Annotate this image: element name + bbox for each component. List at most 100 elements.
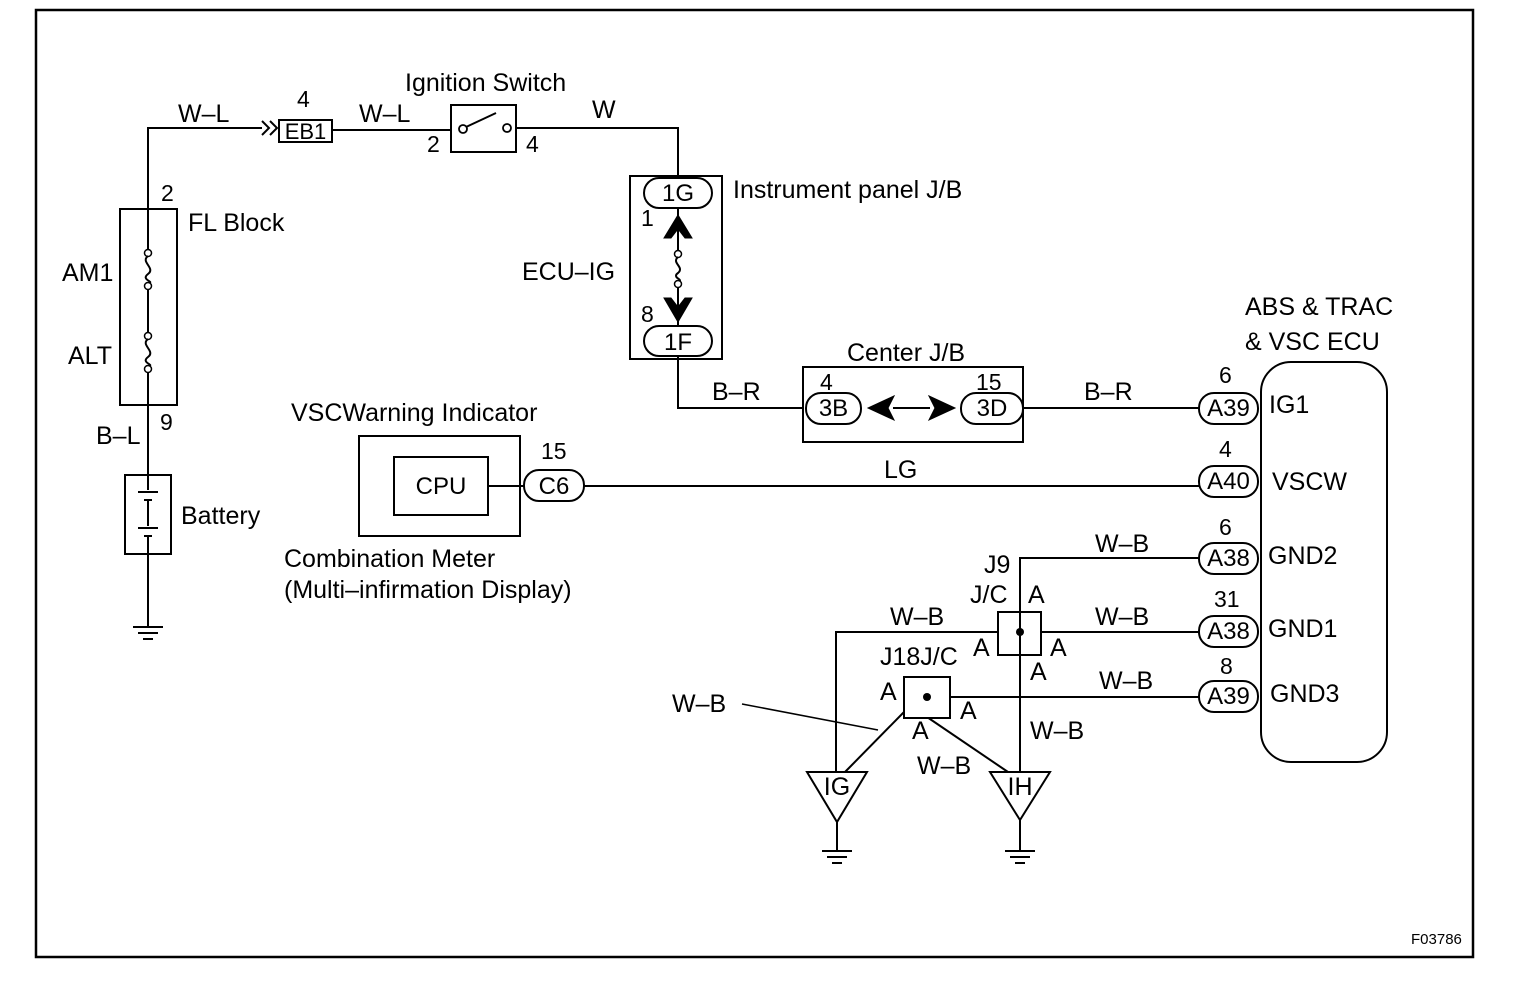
wire-w-b-callout-label: W–B bbox=[672, 690, 726, 718]
ecu-terminal-gnd3: A39 8 GND3 bbox=[1198, 653, 1339, 713]
junction-j9-pin-right: A bbox=[1050, 634, 1067, 662]
wire-b-r-1 bbox=[677, 356, 806, 409]
fuse-ecu-ig-icon bbox=[675, 256, 681, 282]
wire-w-b-gnd2-label: W–B bbox=[1095, 530, 1149, 558]
connector-3d-label: 3D bbox=[977, 395, 1008, 422]
junction-j9-sublabel: J/C bbox=[970, 581, 1008, 609]
ecu-terminal-ig1: A39 6 IG1 bbox=[1198, 362, 1309, 425]
wire-w-l-label-2: W–L bbox=[359, 100, 411, 128]
right-chevron-icon bbox=[927, 394, 957, 422]
abs-trac-vsc-ecu bbox=[1260, 361, 1388, 763]
ecu-terminal-gnd3-name: GND3 bbox=[1270, 680, 1339, 708]
up-chevron-icon bbox=[663, 214, 693, 239]
ground-point-ih-icon bbox=[988, 771, 1052, 864]
ecu-terminal-gnd2-name: GND2 bbox=[1268, 542, 1337, 570]
ignition-switch-pin-in: 2 bbox=[427, 131, 440, 157]
power-feed-wiring bbox=[147, 120, 679, 626]
cpu-label: CPU bbox=[416, 473, 467, 500]
fuse-alt-label: ALT bbox=[68, 342, 112, 370]
fl-block-pin-bottom: 9 bbox=[160, 409, 173, 435]
instrument-panel-jb-label: Instrument panel J/B bbox=[733, 176, 962, 204]
junction-j18-pin-left: A bbox=[880, 678, 897, 706]
junction-j18-node bbox=[923, 693, 931, 701]
ecu-terminal-gnd2-conn: A38 bbox=[1207, 545, 1250, 572]
left-chevron-icon bbox=[866, 394, 896, 422]
combination-meter bbox=[358, 435, 585, 537]
fuse-am1-icon bbox=[144, 255, 152, 284]
ecu-terminal-vscw-conn: A40 bbox=[1207, 468, 1250, 495]
combination-meter-label: Combination Meter bbox=[284, 545, 495, 573]
wire-b-l-label: B–L bbox=[96, 422, 141, 450]
wire-w-l-label-1: W–L bbox=[178, 100, 230, 128]
down-chevron-icon bbox=[663, 297, 693, 323]
ignition-switch-pin-out: 4 bbox=[526, 131, 539, 157]
instrument-panel-jb bbox=[629, 175, 723, 360]
ignition-switch-label: Ignition Switch bbox=[405, 69, 566, 97]
wire-w-b-ih-label: W–B bbox=[1030, 717, 1084, 745]
junction-j18-pin-right: A bbox=[960, 697, 977, 725]
connector-eb1-label: EB1 bbox=[285, 119, 327, 144]
connector-3b bbox=[805, 392, 862, 425]
center-jb-label: Center J/B bbox=[847, 339, 965, 367]
wire-b-r-label-1: B–R bbox=[712, 378, 761, 406]
connector-3b-label: 3B bbox=[819, 395, 848, 422]
ecu-label-line2: & VSC ECU bbox=[1245, 328, 1380, 356]
ignition-switch bbox=[450, 104, 517, 153]
ip-jb-pin-bottom: 8 bbox=[641, 301, 654, 327]
wire-w-label: W bbox=[592, 96, 616, 124]
wire-lg-label: LG bbox=[884, 456, 917, 484]
center-jb-pin-right: 15 bbox=[976, 369, 1002, 395]
wire-w-b-gnd3-label: W–B bbox=[1099, 667, 1153, 695]
wire-w-b-left-label: W–B bbox=[890, 603, 944, 631]
ecu-terminal-gnd1-pin: 31 bbox=[1214, 586, 1240, 612]
ecu-terminal-gnd1: A38 31 GND1 bbox=[1198, 586, 1337, 648]
ecu-label-line1: ABS & TRAC bbox=[1245, 293, 1393, 321]
wire-b-r-label-2: B–R bbox=[1084, 378, 1133, 406]
fuse-alt-icon bbox=[144, 338, 152, 367]
fl-block-pin-top: 2 bbox=[161, 180, 174, 206]
connector-eb1 bbox=[278, 119, 333, 143]
figure-code: F03786 bbox=[1411, 931, 1462, 948]
ecu-terminal-ig1-name: IG1 bbox=[1269, 391, 1309, 419]
diagram-frame bbox=[34, 8, 1475, 959]
ecu-terminal-vscw: A40 4 VSCW bbox=[1198, 436, 1347, 498]
junction-j18-pin-bottom: A bbox=[912, 717, 929, 745]
vsc-warning-indicator-label: VSCWarning Indicator bbox=[291, 399, 537, 427]
ecu-terminal-ig1-conn: A39 bbox=[1207, 395, 1250, 422]
ground-point-ig-icon bbox=[805, 771, 869, 864]
ecu-terminal-ig1-pin: 6 bbox=[1219, 362, 1232, 388]
wire-w-b-j18-label: W–B bbox=[917, 752, 971, 780]
ecu-terminal-vscw-name: VSCW bbox=[1272, 468, 1347, 496]
junction-j9-pin-top: A bbox=[1028, 581, 1045, 609]
junction-j18-label: J18J/C bbox=[880, 643, 958, 671]
ecu-terminal-gnd2: A38 6 GND2 bbox=[1198, 514, 1337, 575]
battery-label: Battery bbox=[181, 502, 261, 530]
ground-point-ih-label: IH bbox=[1008, 773, 1033, 801]
ground-icon-battery bbox=[133, 626, 163, 640]
battery-icon bbox=[124, 474, 172, 555]
connector-c6-label: C6 bbox=[539, 473, 570, 500]
junction-j9-pin-bottom: A bbox=[1030, 658, 1047, 686]
junction-j9-label: J9 bbox=[984, 551, 1010, 579]
center-jb-pin-left: 4 bbox=[820, 369, 833, 395]
ecu-terminal-gnd1-name: GND1 bbox=[1268, 615, 1337, 643]
connector-1g-label: 1G bbox=[662, 180, 694, 207]
ip-jb-pin-top: 1 bbox=[641, 205, 654, 231]
ecu-terminal-gnd1-conn: A38 bbox=[1207, 618, 1250, 645]
fuse-am1-label: AM1 bbox=[62, 259, 113, 287]
ecu-terminal-vscw-pin: 4 bbox=[1219, 436, 1232, 462]
ecu-terminal-gnd3-pin: 8 bbox=[1220, 653, 1233, 679]
junction-j9-pin-left: A bbox=[973, 634, 990, 662]
fl-block bbox=[119, 208, 178, 406]
connector-c6-pin: 15 bbox=[541, 438, 567, 464]
fuse-ecu-ig-label: ECU–IG bbox=[522, 258, 615, 286]
ground-point-ig-label: IG bbox=[824, 773, 850, 801]
center-jb bbox=[802, 366, 1024, 443]
ecu-terminal-gnd2-pin: 6 bbox=[1219, 514, 1232, 540]
ecu-terminal-gnd3-conn: A39 bbox=[1207, 683, 1250, 710]
wire-w-b-gnd1-label: W–B bbox=[1095, 603, 1149, 631]
combination-meter-sublabel: (Multi–infirmation Display) bbox=[284, 576, 572, 604]
connector-eb1-pin: 4 bbox=[297, 86, 310, 112]
